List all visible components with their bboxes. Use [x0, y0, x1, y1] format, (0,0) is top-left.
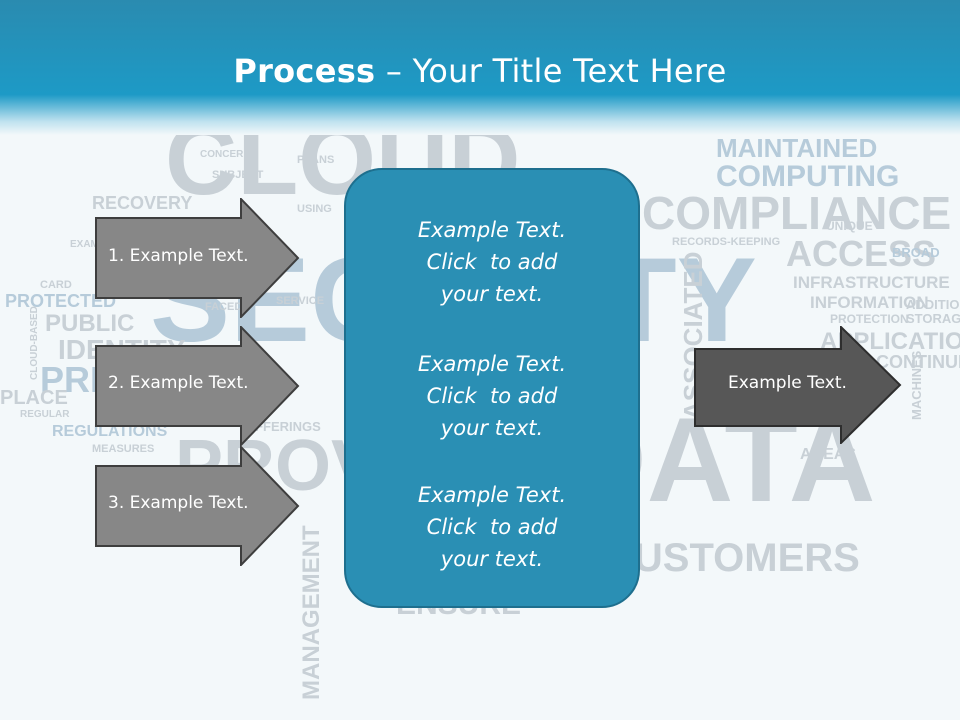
step-3-arrow: 3. Example Text. [95, 446, 300, 566]
block-line: Click to add [426, 515, 558, 539]
bg-word: EXAMPLE [70, 239, 119, 250]
bg-word: FACED [205, 301, 243, 313]
bg-word: PLACE [0, 387, 68, 409]
step-2-label: 2. Example Text. [108, 373, 249, 393]
bg-word: MAINTAINED [716, 133, 878, 163]
center-content-box[interactable]: Example Text. Click to add your text. Ex… [344, 168, 640, 608]
bg-word: ACCESS [786, 233, 937, 274]
result-arrow: Example Text. [694, 326, 902, 444]
bg-word: REGULAR [20, 409, 70, 420]
block-line: Example Text. [417, 218, 567, 242]
arrow-shape [95, 198, 300, 318]
bg-word: COMPLIANCE [642, 187, 952, 239]
slide-title: Process – Your Title Text Here [0, 52, 960, 90]
block-line: Click to add [426, 250, 558, 274]
bg-word: MANAGEMENT [298, 525, 325, 700]
bg-word: PROTECTED [5, 291, 117, 311]
step-2-arrow: 2. Example Text. [95, 326, 300, 446]
bg-word: USING [297, 203, 332, 215]
bg-word: PUBLIC [45, 310, 135, 337]
bg-word: INFORMATION [810, 293, 929, 312]
text-block-2[interactable]: Example Text. Click to add your text. [346, 348, 638, 444]
block-line: your text. [440, 416, 544, 440]
bg-word: UNIQUE [826, 219, 873, 233]
bg-word: MEASURES [92, 443, 155, 455]
bg-word: CLOUD-BASED [29, 306, 40, 380]
bg-word: RECOVERY [92, 193, 193, 213]
bg-word: RECORDS-KEEPING [672, 236, 781, 248]
bg-word: CARD [40, 279, 72, 291]
text-block-3[interactable]: Example Text. Click to add your text. [346, 479, 638, 575]
arrow-shape [95, 326, 300, 446]
block-line: your text. [440, 547, 544, 571]
bg-word: ADDITION [906, 297, 960, 312]
bg-word: CONTINUITY [876, 352, 960, 372]
block-line: Click to add [426, 384, 558, 408]
block-line: Example Text. [417, 352, 567, 376]
title-bold: Process [233, 52, 376, 90]
step-3-label: 3. Example Text. [108, 493, 249, 513]
bg-word: REGULATIONS [52, 423, 168, 440]
step-1-arrow: 1. Example Text. [95, 198, 300, 318]
bg-word: PLANS [297, 154, 335, 166]
step-1-label: 1. Example Text. [108, 246, 249, 266]
text-block-1[interactable]: Example Text. Click to add your text. [346, 214, 638, 310]
bg-word: MACHINES [909, 350, 924, 420]
arrow-shape [694, 326, 902, 444]
title-rest: – Your Title Text Here [375, 52, 727, 90]
bg-word: BROAD [892, 245, 940, 260]
result-label: Example Text. [728, 373, 847, 393]
block-line: Example Text. [417, 483, 567, 507]
block-line: your text. [440, 282, 544, 306]
bg-word: PROTECTION [830, 312, 909, 326]
bg-word: CONCERNS [200, 149, 258, 160]
bg-word: COMPUTING [716, 160, 900, 193]
arrow-shape [95, 446, 300, 566]
bg-word: AREAS [800, 446, 857, 463]
bg-word: CUSTOMERS [605, 536, 860, 580]
bg-word: STORAGE [906, 311, 960, 326]
bg-word: INFRASTRUCTURE [793, 273, 950, 292]
bg-word: SERVICE [276, 295, 325, 307]
bg-word: SUBJECT [212, 169, 264, 181]
bg-word: OFFERINGS [245, 419, 321, 434]
header-band [0, 0, 960, 135]
